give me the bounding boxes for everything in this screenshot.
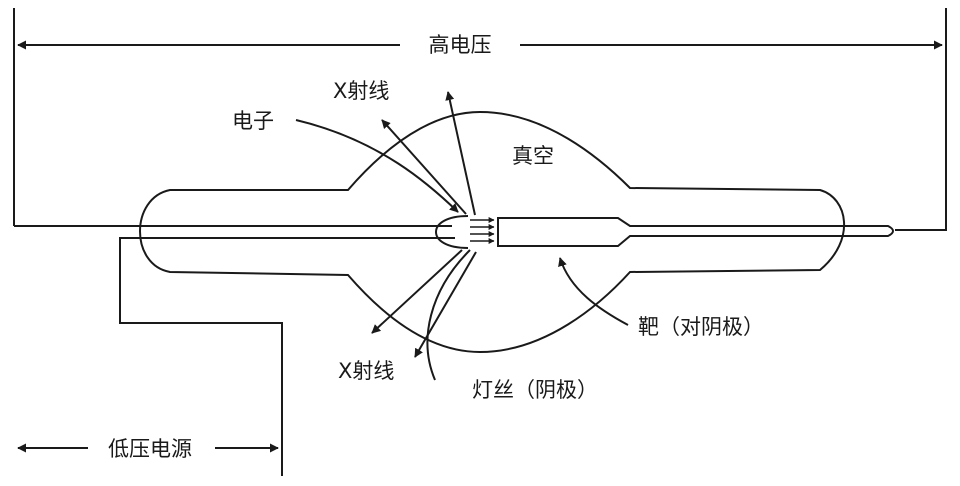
high-voltage-label: 高电压 (429, 33, 492, 57)
electron-beam (470, 217, 495, 244)
high-voltage-dimension: 高电压 (13, 8, 947, 226)
filament-cathode (434, 215, 469, 249)
glass-envelope (139, 110, 846, 354)
low-voltage-supply-label: 低压电源 (108, 437, 192, 461)
electrons-leader (295, 119, 459, 213)
circuit-wires (14, 225, 947, 476)
target-leader (558, 257, 629, 326)
xray-bottom-label: X射线 (338, 359, 394, 383)
xray-top-label: X射线 (333, 79, 389, 103)
filament-leader (426, 249, 471, 381)
electrons-label: 电子 (232, 109, 274, 133)
target-anode-label: 靶（对阴极） (638, 315, 764, 339)
target-anode (497, 217, 894, 247)
low-voltage-dimension: 低压电源 (17, 437, 279, 461)
filament-cathode-label: 灯丝（阴极） (472, 378, 598, 402)
xray-arrows (371, 91, 477, 358)
vacuum-label: 真空 (512, 144, 554, 168)
